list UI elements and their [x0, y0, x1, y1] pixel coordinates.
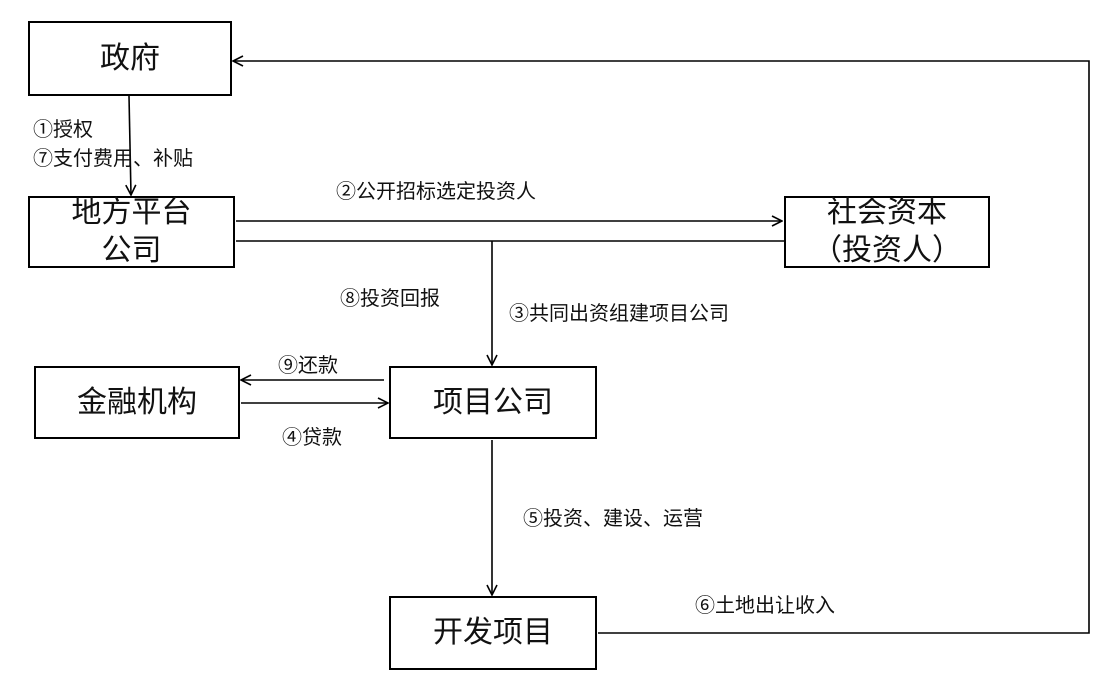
- development-project-box: 开发项目: [389, 596, 597, 670]
- platform-label-line2: 公司: [101, 233, 162, 268]
- investment-return-label: ⑧投资回报: [340, 286, 440, 310]
- government-label: 政府: [100, 40, 160, 76]
- loan-label: ④贷款: [282, 425, 342, 449]
- invest-build-operate-label: ⑤投资、建设、运营: [523, 506, 703, 530]
- pay-fees-label: ⑦支付费用、补贴: [33, 146, 193, 170]
- tender-label: ②公开招标选定投资人: [336, 179, 536, 203]
- development-label: 开发项目: [433, 615, 553, 650]
- local-platform-company-box: 地方平台 公司: [28, 195, 235, 268]
- project-company-box: 项目公司: [389, 366, 597, 439]
- social-label-line1: 社会资本: [827, 195, 947, 230]
- arrow-gov-to-platform: [129, 95, 131, 195]
- authorize-label: ①授权: [33, 117, 93, 141]
- social-label-line2: （投资人）: [812, 233, 962, 268]
- financial-institution-box: 金融机构: [34, 366, 240, 439]
- repay-label: ⑨还款: [278, 353, 338, 377]
- land-income-label: ⑥土地出让收入: [695, 593, 835, 617]
- platform-label-line1: 地方平台: [71, 195, 192, 230]
- project-company-label: 项目公司: [433, 384, 553, 420]
- arrow-land-income-to-gov: [233, 61, 1090, 634]
- government-box: 政府: [28, 21, 232, 96]
- social-capital-box: 社会资本 （投资人）: [784, 195, 990, 268]
- cofund-label: ③共同出资组建项目公司: [509, 301, 729, 325]
- financial-label: 金融机构: [77, 384, 197, 420]
